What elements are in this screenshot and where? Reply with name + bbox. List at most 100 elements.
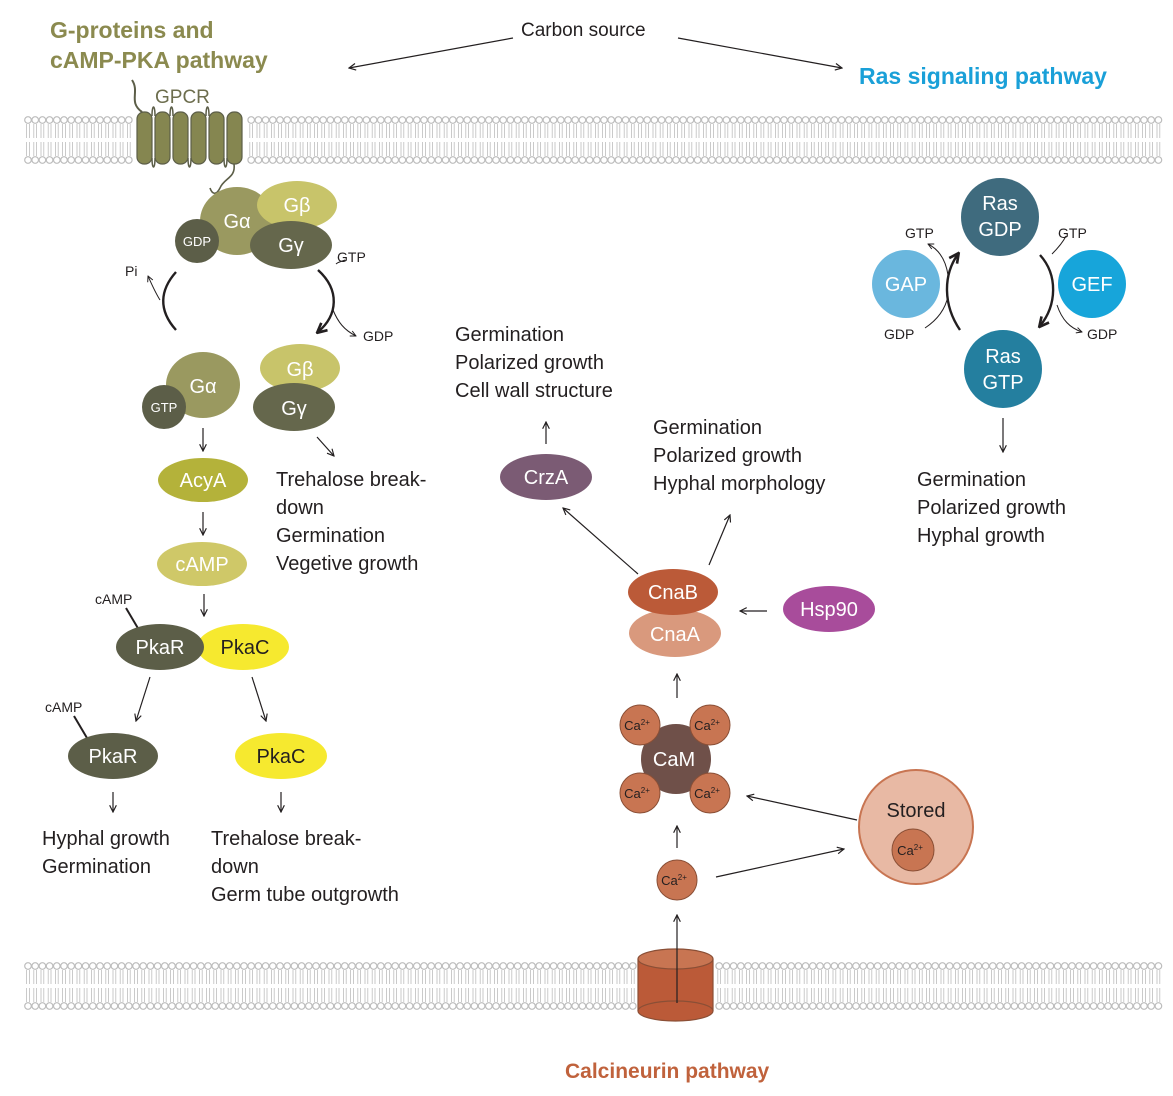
gap-gdp-label: GDP <box>884 326 914 342</box>
crza-effect-1: Germination <box>455 324 564 346</box>
free-calcium <box>656 859 698 901</box>
acya-node <box>158 458 248 502</box>
ras-gtp-label-1: Ras <box>985 346 1021 368</box>
camp-binding-line-1 <box>125 607 140 631</box>
gbg-effect-1: Trehalose break- <box>276 469 426 491</box>
gap-curve <box>945 254 961 331</box>
cnab-effects-list: Germination Polarized growth Hyphal morp… <box>653 417 825 495</box>
pkac-effect-1: Trehalose break- <box>211 828 361 850</box>
cnab-effect-3: Hyphal morphology <box>653 473 825 495</box>
gtp-in-label: GTP <box>337 249 366 265</box>
ras-effects-list: Germination Polarized growth Hyphal grow… <box>917 469 1066 547</box>
arrow-to-crza <box>563 508 639 575</box>
crza-effects-list: Germination Polarized growth Cell wall s… <box>455 324 613 402</box>
gef-gtp-tick <box>1051 235 1067 255</box>
gap-gdp-tick <box>924 295 949 329</box>
acya-label: AcyA <box>180 470 227 492</box>
ras-gtp-node <box>964 330 1042 408</box>
arrow-to-pkac <box>251 676 266 721</box>
gap-gtp-arrow <box>928 244 949 276</box>
g-alpha-label: Gα <box>223 211 250 233</box>
crza-effect-2: Polarized growth <box>455 352 604 374</box>
hydrolysis-curve <box>162 271 177 331</box>
gbg-effect-arrow <box>316 436 334 456</box>
pkac-node <box>235 733 327 779</box>
cam-ca-2: Ca2+ <box>694 718 720 733</box>
gbg-effects-list: Trehalose break- down Germination Vegeti… <box>276 469 426 575</box>
gbg-effect-4: Vegetive growth <box>276 553 418 575</box>
cnaa-label: CnaA <box>650 624 701 646</box>
cnab-effect-arrow <box>708 515 730 566</box>
g-gamma-free-label: Gγ <box>281 398 307 420</box>
gef-gdp-label: GDP <box>1087 326 1117 342</box>
gap-node <box>872 250 940 318</box>
camp-binding-line-2 <box>73 715 88 739</box>
g-gamma-free <box>253 383 335 431</box>
cam-label: CaM <box>653 749 695 771</box>
pkar-complex-node <box>116 624 204 670</box>
gtp-bound-badge <box>142 385 186 429</box>
exchange-curve <box>318 269 335 332</box>
hsp90-node <box>783 586 875 632</box>
calcineurin-title: Calcineurin pathway <box>565 1060 770 1083</box>
cnab-label: CnaB <box>648 582 698 604</box>
gef-node <box>1058 250 1126 318</box>
camp-label: cAMP <box>175 554 228 576</box>
pkac-effect-2: down <box>211 856 259 878</box>
hsp90-label: Hsp90 <box>800 599 858 621</box>
ras-gdp-label-1: Ras <box>982 193 1018 215</box>
pkac-label: PkaC <box>257 746 306 768</box>
pi-label: Pi <box>125 263 137 279</box>
pkar-effect-2: Germination <box>42 856 151 878</box>
ras-gdp-node <box>961 178 1039 256</box>
gef-gdp-arrow <box>1056 304 1082 332</box>
stored-ca-label: Ca2+ <box>897 843 923 858</box>
ras-effect-2: Polarized growth <box>917 497 1066 519</box>
arrow-from-stored <box>747 796 858 821</box>
cam-ca-4: Ca2+ <box>694 786 720 801</box>
crza-node <box>500 454 592 500</box>
cnab-effect-1: Germination <box>653 417 762 439</box>
gpcr-receptor <box>131 79 243 195</box>
plasma-membrane-bottom <box>24 962 1163 1010</box>
stored-calcium-vesicle <box>858 769 974 885</box>
pkar-complex-label: PkaR <box>136 637 185 659</box>
pi-release-arrow <box>148 276 161 301</box>
gdp-release-arrow <box>332 309 356 336</box>
pkar-effect-1: Hyphal growth <box>42 828 170 850</box>
arrow-to-stored <box>715 849 844 878</box>
free-ca-label: Ca2+ <box>661 873 687 888</box>
crza-effect-3: Cell wall structure <box>455 380 613 402</box>
g-beta-label: Gβ <box>283 195 310 217</box>
pkac-complex-node <box>197 624 289 670</box>
stored-label: Stored <box>887 800 946 822</box>
ras-effect-3: Hyphal growth <box>917 525 1045 547</box>
cam-ca-1: Ca2+ <box>624 718 650 733</box>
pkar-label: PkaR <box>89 746 138 768</box>
pkac-effect-3: Germ tube outgrowth <box>211 884 399 906</box>
calmodulin-complex <box>619 704 731 814</box>
gef-curve <box>1040 254 1055 326</box>
pkac-complex-label: PkaC <box>221 637 270 659</box>
crza-label: CrzA <box>524 467 569 489</box>
g-beta-free <box>260 344 340 392</box>
gbg-effect-2: down <box>276 497 324 519</box>
gef-gtp-label: GTP <box>1058 225 1087 241</box>
gef-label: GEF <box>1071 274 1112 296</box>
pkac-effects-list: Trehalose break- down Germ tube outgrowt… <box>211 828 399 906</box>
stored-calcium <box>891 828 935 872</box>
cnab-effect-2: Polarized growth <box>653 445 802 467</box>
pkar-effects-list: Hyphal growth Germination <box>42 828 170 878</box>
arrow-to-pkar <box>136 676 151 721</box>
camp-small-label-2: cAMP <box>45 699 82 715</box>
ras-title: Ras signaling pathway <box>859 63 1107 89</box>
gbg-effect-3: Germination <box>276 525 385 547</box>
camp-node <box>157 542 247 586</box>
camp-small-label-1: cAMP <box>95 591 132 607</box>
pkar-node <box>68 733 158 779</box>
carbon-source-label: Carbon source <box>521 20 646 41</box>
carbon-arrow-right <box>677 37 842 68</box>
gap-gtp-label: GTP <box>905 225 934 241</box>
g-protein-heterotrimer <box>175 181 337 269</box>
